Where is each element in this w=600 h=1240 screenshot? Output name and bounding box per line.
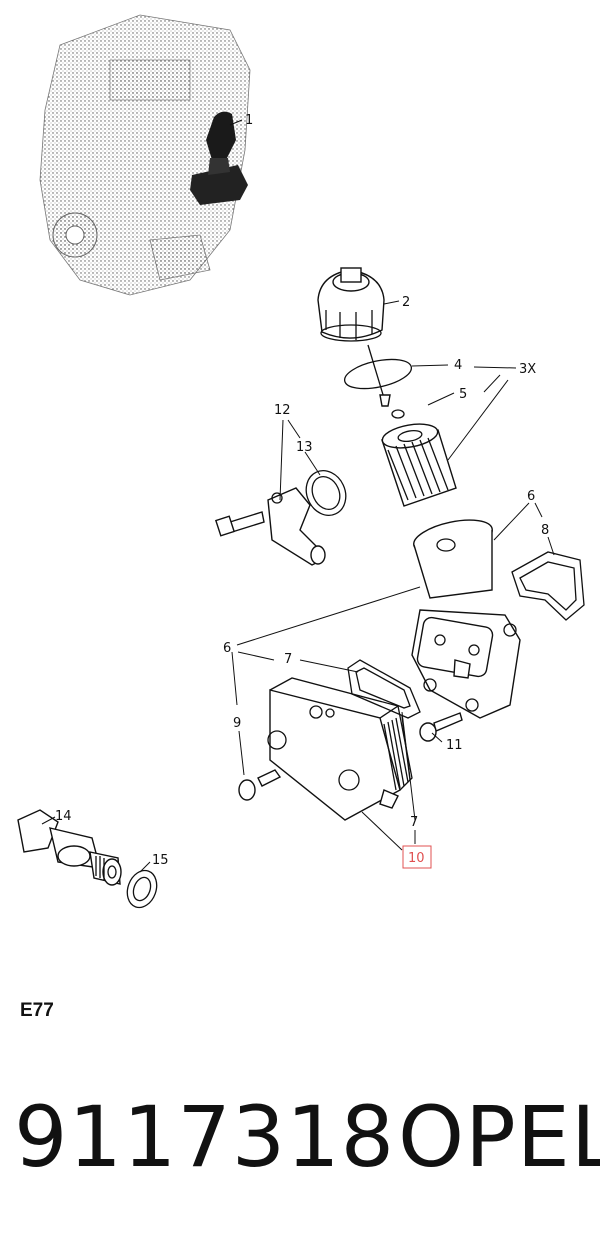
thermostat-housing-12 [267, 487, 326, 566]
part-number: 9117318 [14, 1088, 396, 1186]
highlighted-callout-label: 10 [408, 851, 425, 866]
brand-name: OPEL [398, 1088, 600, 1186]
small-seal-5 [391, 409, 405, 419]
seal-ring-13 [305, 470, 347, 516]
callout-label: 5 [459, 387, 467, 402]
callout-label: 12 [274, 403, 291, 418]
callout-label: 8 [541, 523, 549, 538]
callout-label: 15 [152, 853, 169, 868]
callout-label: 13 [296, 440, 313, 455]
leader-lines [41, 119, 555, 873]
bolt-9 [238, 769, 282, 801]
callout-label: 7 [284, 652, 292, 667]
bolt-12 [214, 511, 265, 537]
callout-label: 3X [519, 362, 536, 377]
engine-overview-illustration [39, 14, 251, 296]
washer-15 [126, 869, 158, 909]
section-code: E77 [20, 1000, 54, 1021]
callout-label: 4 [454, 358, 462, 373]
gasket-7 [347, 659, 421, 719]
filter-cap-part [317, 267, 385, 342]
callout-label: 14 [55, 809, 72, 824]
callout-label: 7 [410, 815, 418, 830]
parts-diagram: 1 2 4 3X 5 12 13 6 8 6 7 9 11 7 10 14 15 [17, 14, 585, 909]
pressure-sensor-14 [17, 809, 122, 886]
callout-label: 9 [233, 716, 241, 731]
bolt-11 [419, 712, 463, 742]
o-ring-4 [343, 358, 413, 390]
oil-filter-housing-part [411, 519, 521, 719]
highlighted-callout-box [402, 845, 432, 869]
callout-label: 6 [223, 641, 231, 656]
callout-label: 11 [446, 738, 463, 753]
callout-label: 6 [527, 489, 535, 504]
oil-cooler-part [267, 677, 413, 821]
callout-label: 1 [245, 113, 253, 128]
callout-label: 2 [402, 295, 410, 310]
filter-element-part [381, 423, 457, 507]
